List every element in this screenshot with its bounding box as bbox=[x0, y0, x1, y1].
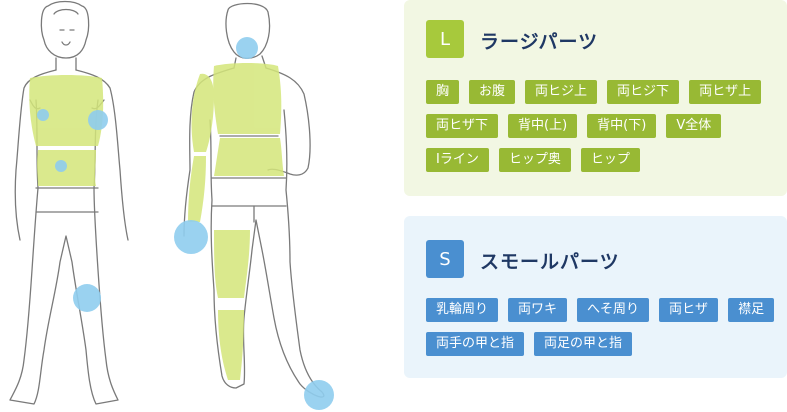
large-tag-thighs[interactable]: 両ヒザ上 bbox=[689, 80, 762, 104]
large-tag-chest[interactable]: 胸 bbox=[426, 80, 460, 104]
small-parts-panel: S スモールパーツ 乳輪周り 両ワキ へそ周り 両ヒザ 襟足 両手の甲と指 両足… bbox=[404, 216, 787, 378]
back-lower-zone bbox=[214, 138, 284, 176]
small-zones bbox=[37, 37, 334, 410]
large-tag-forearms[interactable]: 両ヒジ下 bbox=[607, 80, 680, 104]
small-tag-feet[interactable]: 両足の甲と指 bbox=[534, 332, 633, 356]
front-figure bbox=[9, 0, 129, 405]
navel-zone bbox=[55, 160, 67, 172]
large-tag-lower-legs[interactable]: 両ヒザ下 bbox=[426, 114, 499, 138]
small-tag-navel[interactable]: へそ周り bbox=[577, 298, 650, 322]
calf-zone bbox=[218, 310, 244, 380]
large-parts-panel: L ラージパーツ 胸 お腹 両ヒジ上 両ヒジ下 両ヒザ上 両ヒザ下 背中(上) … bbox=[404, 0, 787, 196]
areola-zone bbox=[37, 109, 49, 121]
small-parts-title: スモールパーツ bbox=[480, 251, 620, 273]
large-tag-i-line[interactable]: Iライン bbox=[426, 148, 489, 172]
large-tag-upper-arms[interactable]: 両ヒジ上 bbox=[525, 80, 598, 104]
small-parts-list: 乳輪周り 両ワキ へそ周り 両ヒザ 襟足 両手の甲と指 両足の甲と指 bbox=[426, 298, 777, 356]
large-badge: L bbox=[426, 20, 464, 58]
upper-arm-zone bbox=[191, 73, 214, 152]
large-tag-lower-back[interactable]: 背中(下) bbox=[587, 114, 657, 138]
hand-zone bbox=[174, 220, 208, 254]
small-badge: S bbox=[426, 240, 464, 278]
large-parts-list: 胸 お腹 両ヒジ上 両ヒジ下 両ヒザ上 両ヒザ下 背中(上) 背中(下) V全体… bbox=[426, 80, 777, 172]
small-tag-hands[interactable]: 両手の甲と指 bbox=[426, 332, 525, 356]
large-tag-upper-back[interactable]: 背中(上) bbox=[508, 114, 578, 138]
small-tag-areola[interactable]: 乳輪周り bbox=[426, 298, 499, 322]
body-parts-illustration bbox=[9, 0, 334, 410]
knee-zone bbox=[73, 284, 101, 312]
large-tag-hip-inner[interactable]: ヒップ奥 bbox=[498, 148, 571, 172]
large-tag-v-area[interactable]: V全体 bbox=[666, 114, 722, 138]
forearm-zone bbox=[188, 156, 206, 222]
small-tag-armpits[interactable]: 両ワキ bbox=[508, 298, 568, 322]
foot-zone bbox=[304, 380, 334, 410]
large-tag-belly[interactable]: お腹 bbox=[469, 80, 516, 104]
large-parts-title: ラージパーツ bbox=[480, 31, 599, 53]
back-upper-zone bbox=[213, 63, 282, 134]
small-tag-knees[interactable]: 両ヒザ bbox=[659, 298, 719, 322]
thigh-zone bbox=[214, 230, 250, 298]
large-tag-hip[interactable]: ヒップ bbox=[580, 148, 640, 172]
large-zones bbox=[29, 63, 284, 380]
small-tag-nape[interactable]: 襟足 bbox=[728, 298, 775, 322]
armpit-zone bbox=[88, 110, 108, 130]
front-chest-zone bbox=[29, 75, 104, 146]
nape-zone bbox=[236, 37, 258, 59]
back-figure bbox=[183, 2, 325, 398]
